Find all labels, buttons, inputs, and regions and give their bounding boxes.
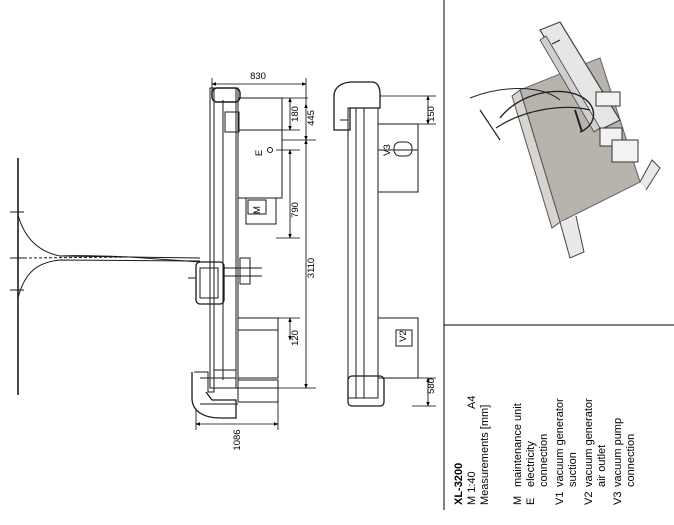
front-elevation-markers: E M (252, 150, 265, 214)
legend-code-v1: V1 (554, 492, 566, 505)
dim-830: 830 (250, 71, 266, 82)
side-elevation-labels: 150 580 V3 V2 (382, 106, 437, 394)
marker-v2: V2 (398, 330, 409, 342)
legend-scale: M 1:40 (466, 471, 478, 505)
side-elevation-view (333, 81, 419, 407)
legend-text-v1-2: suction (567, 452, 579, 487)
legend-code-m: M (512, 496, 524, 505)
legend-units: Measurements [mm] (479, 405, 491, 505)
dim-445: 445 (306, 110, 317, 126)
dim-3110: 3110 (306, 258, 317, 278)
legend-text-e-1: electricity (525, 441, 537, 487)
legend-paper: A4 (466, 396, 478, 409)
legend-text-v2-1: vacuum generator (583, 398, 595, 487)
dim-1086: 1086 (232, 429, 243, 450)
legend-code-e: E (525, 498, 537, 505)
side-elevation-dimensions (380, 95, 436, 407)
dim-790: 790 (290, 202, 301, 218)
marker-e: E (254, 150, 265, 156)
dim-180: 180 (290, 106, 301, 122)
legend-text-v3-2: connection (625, 434, 637, 487)
legend-text-v3-1: vacuum pump (612, 418, 624, 487)
dim-580: 580 (426, 378, 437, 394)
sheet-frame (443, 0, 674, 510)
dim-120: 120 (290, 330, 301, 346)
front-elevation-dimension-labels: 830 180 445 790 3110 120 1086 (232, 71, 317, 451)
marker-v3: V3 (382, 144, 393, 156)
legend-code-v3: V3 (612, 492, 624, 505)
front-elevation-view (10, 87, 283, 419)
legend-code-v2: V2 (583, 492, 595, 505)
dim-150: 150 (426, 106, 437, 122)
isometric-render (469, 21, 661, 259)
legend-text-e-2: connection (538, 434, 550, 487)
legend-model: XL-3200 (453, 463, 465, 505)
legend-block: XL-3200 M 1:40 A4 Measurements [mm] M ma… (453, 396, 637, 505)
legend-text-v2-2: air outlet (596, 445, 608, 487)
legend-text-m: maintenance unit (512, 403, 524, 487)
legend-text-v1-1: vacuum generator (554, 398, 566, 487)
marker-m: M (252, 206, 263, 214)
front-elevation-dimensions (195, 78, 316, 430)
